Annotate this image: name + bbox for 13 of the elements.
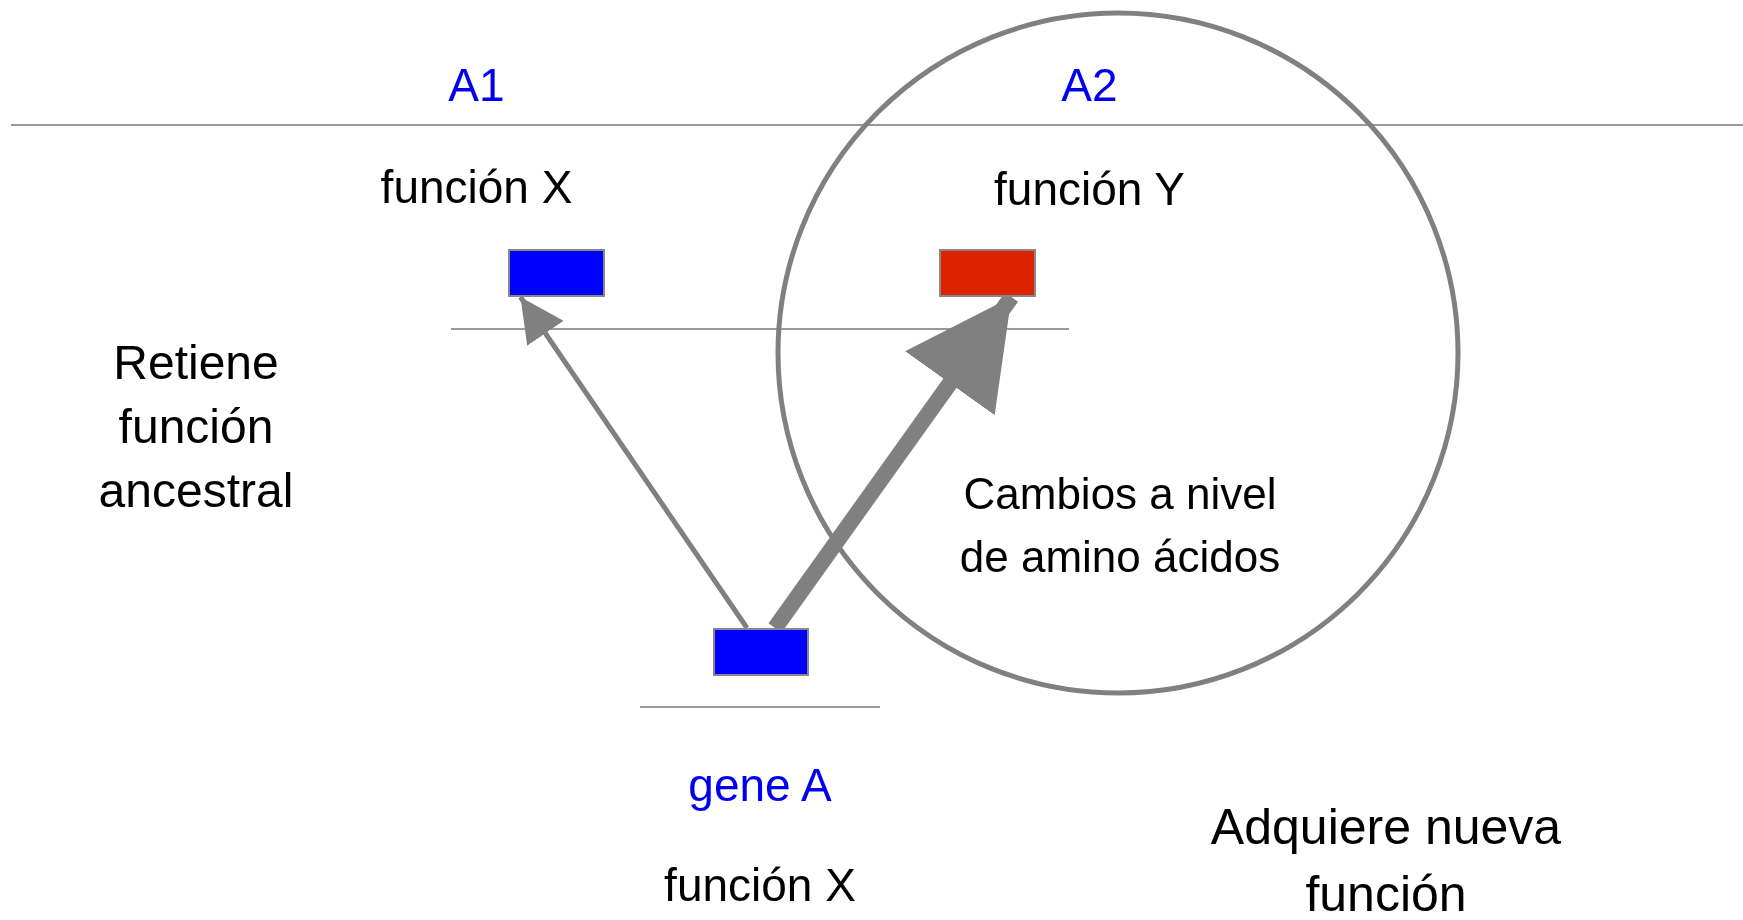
gene-label: A2 (1061, 62, 1118, 108)
function-label: función X (664, 862, 856, 908)
circle-text: Cambios a nivel de amino ácidos (958, 468, 1282, 583)
arrow (518, 295, 750, 630)
gene-box (713, 628, 809, 676)
gene-label: A1 (448, 62, 505, 108)
function-label: función Y (994, 166, 1185, 212)
highlight-circle (775, 10, 1461, 696)
note-text: Retiene función ancestral (97, 335, 295, 519)
function-label: función X (380, 164, 573, 210)
gene-box (939, 249, 1036, 297)
note-text: Adquiere nueva función (1209, 798, 1563, 920)
gene-box (508, 249, 605, 297)
